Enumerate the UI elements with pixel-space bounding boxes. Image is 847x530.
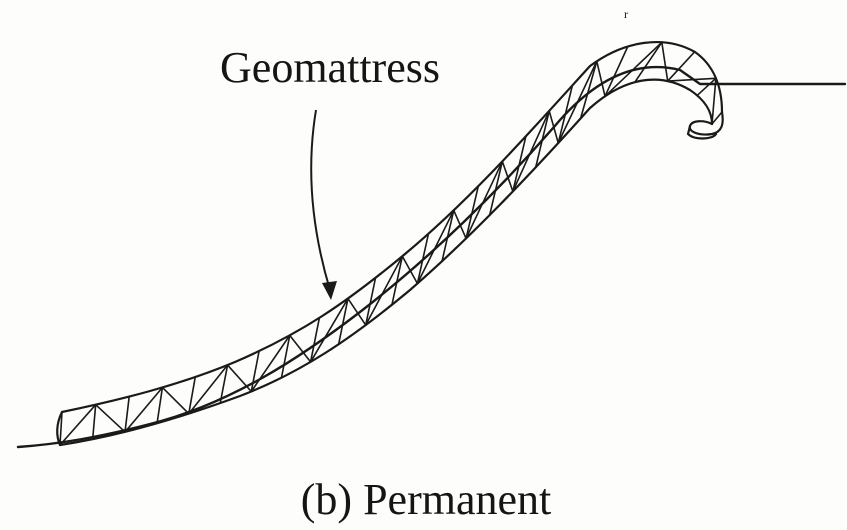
truss-vertical [59, 411, 63, 446]
truss-diagonal [364, 255, 404, 326]
truss-diagonal [548, 110, 560, 144]
truss-vertical [488, 160, 504, 216]
truss-vertical [666, 50, 696, 82]
truss-diagonal [59, 403, 97, 446]
truss-vertical [309, 317, 321, 363]
truss-diagonal [711, 77, 717, 125]
ground-surface-line [16, 65, 847, 449]
truss-vertical [187, 376, 197, 415]
truss-diagonal [465, 160, 504, 240]
truss-vertical [512, 135, 527, 193]
truss-vertical [557, 84, 574, 144]
truss-diagonal [187, 364, 229, 415]
truss-vertical [711, 111, 723, 125]
truss-vertical [391, 255, 404, 306]
truss-vertical [534, 110, 551, 169]
truss-vertical [465, 185, 480, 240]
truss-vertical [337, 297, 349, 346]
truss-diagonal [250, 334, 291, 393]
figure-caption: (b) Permanent [301, 475, 551, 524]
truss-diagonal [401, 255, 419, 285]
truss-vertical [579, 60, 598, 120]
truss-vertical [696, 77, 717, 97]
truss-diagonal [309, 297, 349, 363]
truss-vertical [364, 277, 377, 326]
truss-vertical [280, 334, 291, 379]
truss-diagonal [124, 386, 164, 433]
truss-diagonal [595, 60, 606, 98]
truss-diagonal [661, 41, 669, 82]
truss-diagonal [512, 110, 551, 193]
truss-vertical [634, 41, 663, 83]
truss-vertical [416, 232, 430, 285]
truss-vertical [124, 395, 130, 433]
truss-diagonal [501, 160, 514, 193]
truss-diagonal [604, 41, 663, 98]
truss-diagonal [416, 209, 455, 285]
truss-diagonal [452, 209, 467, 240]
truss-diagonal [94, 403, 126, 433]
truss-diagonal [557, 60, 598, 144]
truss-diagonal [666, 77, 717, 82]
crest-mark: r [624, 7, 628, 21]
pointer-arrow-shaft [310, 109, 331, 291]
geomattress-toe-cap [56, 410, 64, 447]
truss-vertical [219, 364, 229, 404]
truss-vertical [250, 350, 260, 393]
truss-diagonal [161, 386, 190, 415]
truss-vertical [441, 209, 455, 263]
geomattress-truss-web [59, 41, 723, 446]
truss-vertical [91, 403, 97, 441]
truss-diagonal [288, 334, 312, 363]
geomattress-crest-wrap-base [686, 124, 718, 140]
truss-vertical [156, 386, 164, 425]
pointer-arrow-head [322, 281, 337, 300]
truss-diagonal [347, 297, 367, 326]
geomattress-label: Geomattress [220, 43, 440, 92]
geomattress-crest-wrap [688, 110, 724, 136]
geomattress-lower-edge [58, 78, 714, 447]
truss-vertical [604, 45, 629, 98]
truss-diagonal [226, 364, 253, 393]
geomattress-upper-edge [60, 41, 724, 414]
